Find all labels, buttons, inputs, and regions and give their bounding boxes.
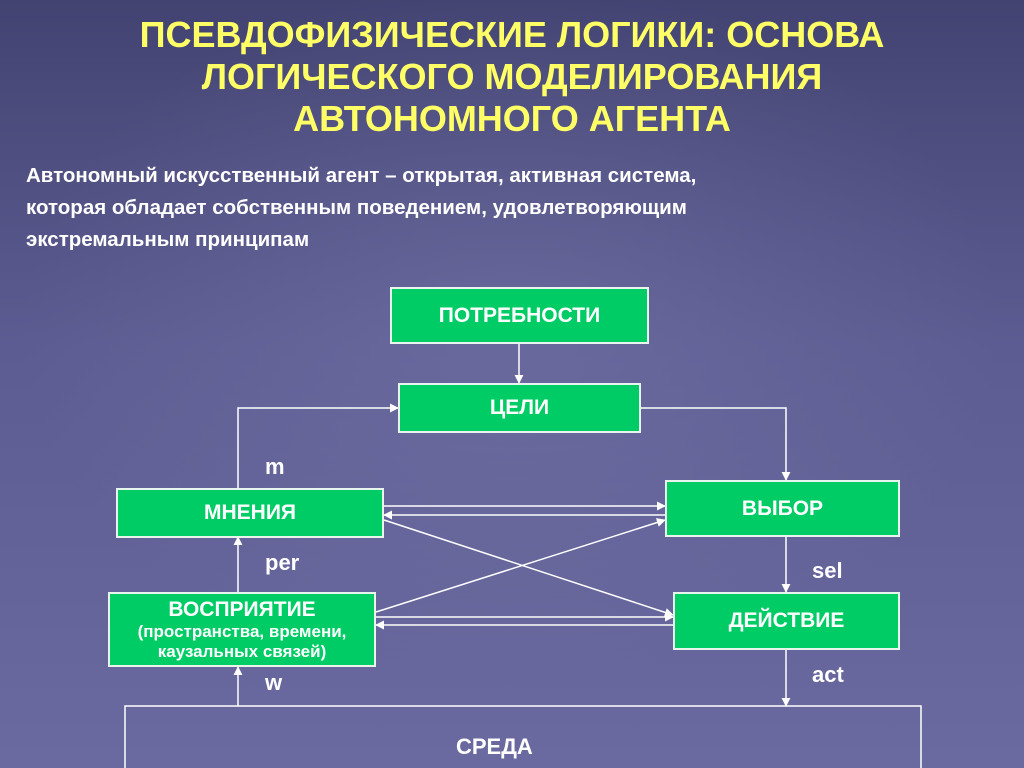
node-goals: ЦЕЛИ (398, 383, 641, 433)
node-goals-label: ЦЕЛИ (489, 396, 550, 419)
node-perception-sub-1: (пространства, времени, (137, 621, 347, 641)
node-action: ДЕЙСТВИЕ (673, 592, 900, 650)
node-action-label: ДЕЙСТВИЕ (728, 609, 845, 632)
definition-line-3: экстремальным принципам (26, 228, 310, 251)
definition-line-1: Автономный искусственный агент – открыта… (26, 164, 697, 187)
arrow-perception-to-choice (375, 518, 666, 613)
edge-label-w: w (265, 670, 283, 695)
edge-label-act: act (812, 662, 844, 687)
node-perception-sub-2: каузальных связей) (157, 641, 327, 661)
title-line-1: ПСЕВДОФИЗИЧЕСКИЕ ЛОГИКИ: ОСНОВА (139, 14, 885, 55)
node-opinions-label: МНЕНИЯ (203, 501, 297, 524)
node-environment-label: СРЕДА (456, 734, 533, 759)
edge-label-per: per (265, 550, 300, 575)
title-line-3: АВТОНОМНОГО АГЕНТА (293, 98, 731, 139)
node-choice: ВЫБОР (665, 480, 900, 537)
node-needs: ПОТРЕБНОСТИ (390, 287, 649, 344)
title-line-2: ЛОГИЧЕСКОГО МОДЕЛИРОВАНИЯ (201, 56, 823, 97)
arrow-opinions-to-goals (237, 403, 399, 488)
node-perception-label: ВОСПРИЯТИЕ (168, 597, 316, 621)
node-opinions: МНЕНИЯ (116, 488, 384, 538)
definition-text: Автономный искусственный агент – открыта… (26, 160, 1006, 256)
arrow-opinions-to-action (383, 519, 674, 617)
node-choice-label: ВЫБОР (741, 496, 824, 520)
node-needs-label: ПОТРЕБНОСТИ (438, 303, 601, 327)
arrow-goals-to-choice (640, 407, 791, 481)
definition-line-2: которая обладает собственным поведением,… (26, 196, 687, 219)
node-perception: ВОСПРИЯТИЕ (пространства, времени, кауза… (108, 592, 376, 667)
edge-label-sel: sel (812, 558, 843, 583)
edge-label-m: m (265, 454, 285, 479)
slide-title: ПСЕВДОФИЗИЧЕСКИЕ ЛОГИКИ: ОСНОВА ЛОГИЧЕСК… (0, 14, 1024, 140)
environment-bracket (124, 705, 922, 768)
